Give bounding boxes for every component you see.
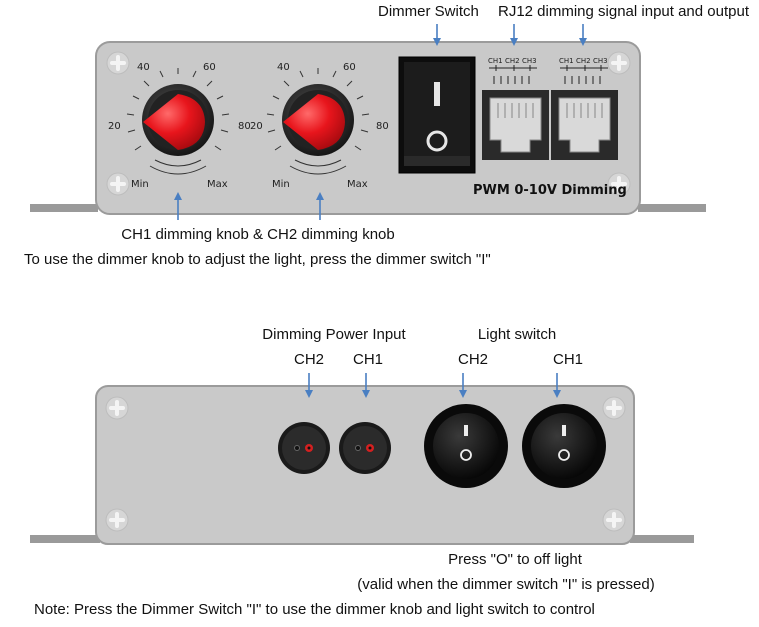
valid-when-note: (valid when the dimmer switch "I" is pre…: [357, 576, 655, 593]
left-mounting-flange: [30, 204, 98, 212]
rj12-port-1: CH1 CH2 CH3: [482, 57, 549, 160]
left-mounting-flange: [30, 535, 100, 543]
ch1-dimming-knob: 40 60 20 80 Min Max: [108, 62, 251, 190]
rj12-1-ch3: CH3: [522, 57, 537, 65]
dimming-power-input-callout: Dimming Power Input: [262, 326, 406, 343]
knob1-tick-40: 40: [137, 62, 150, 73]
rj12-1-ch1: CH1: [488, 57, 503, 65]
ch1-power-callout: CH1: [352, 351, 384, 368]
rocker-off-mark: [426, 130, 448, 152]
rj12-1-ch2: CH2: [505, 57, 520, 65]
callout-arrows: [174, 24, 587, 398]
knob1-tick-80: 80: [238, 121, 251, 132]
knob2-tick-80: 80: [376, 121, 389, 132]
screw-icon: [105, 50, 131, 76]
bottom-note: Note: Press the Dimmer Switch "I" to use…: [34, 601, 595, 618]
rj12-callout: RJ12 dimming signal input and output: [498, 3, 749, 20]
rj12-2-ch1: CH1: [559, 57, 574, 65]
screw-icon: [601, 507, 627, 533]
knob1-min: Min: [131, 179, 149, 190]
right-mounting-flange: [638, 204, 706, 212]
ch1-power-jack: [339, 422, 391, 474]
rj12-port-2: CH1 CH2 CH3: [551, 57, 618, 160]
knob2-tick-20: 20: [250, 121, 263, 132]
ch2-light-switch: [424, 404, 508, 488]
ch1-switch-callout: CH1: [552, 351, 584, 368]
rear-panel: [30, 385, 694, 545]
screw-icon: [104, 395, 130, 421]
screw-icon: [104, 507, 130, 533]
brand-label: PWM 0-10V Dimming: [473, 183, 627, 198]
rj12-2-ch3: CH3: [593, 57, 608, 65]
knob-scale-ticks: [126, 68, 230, 151]
knob2-tick-60: 60: [343, 62, 356, 73]
knob2-max: Max: [347, 179, 368, 190]
knob2-min: Min: [272, 179, 290, 190]
front-panel: 40 60 20 80 Min Max: [30, 41, 706, 215]
knob1-max: Max: [207, 179, 228, 190]
rocker-on-mark: [434, 82, 440, 106]
right-mounting-flange: [630, 535, 694, 543]
ch2-power-callout: CH2: [293, 351, 325, 368]
knob1-tick-20: 20: [108, 121, 121, 132]
dimmer-rocker-switch: [398, 56, 476, 174]
ch2-dimming-knob: 40 60 20 80 Min Max: [250, 62, 389, 190]
ch1-light-switch: [522, 404, 606, 488]
dimmer-switch-callout: Dimmer Switch: [378, 3, 479, 20]
press-o-callout: Press "O" to off light: [448, 551, 582, 568]
ch2-switch-callout: CH2: [457, 351, 489, 368]
knob-usage-note: To use the dimmer knob to adjust the lig…: [24, 251, 491, 268]
screw-icon: [601, 395, 627, 421]
screw-icon: [105, 171, 131, 197]
rj12-2-ch2: CH2: [576, 57, 591, 65]
light-switch-callout: Light switch: [477, 326, 557, 343]
knob2-tick-40: 40: [277, 62, 290, 73]
knob1-tick-60: 60: [203, 62, 216, 73]
ch2-power-jack: [278, 422, 330, 474]
screw-icon: [606, 50, 632, 76]
knobs-callout: CH1 dimming knob & CH2 dimming knob: [121, 226, 395, 243]
